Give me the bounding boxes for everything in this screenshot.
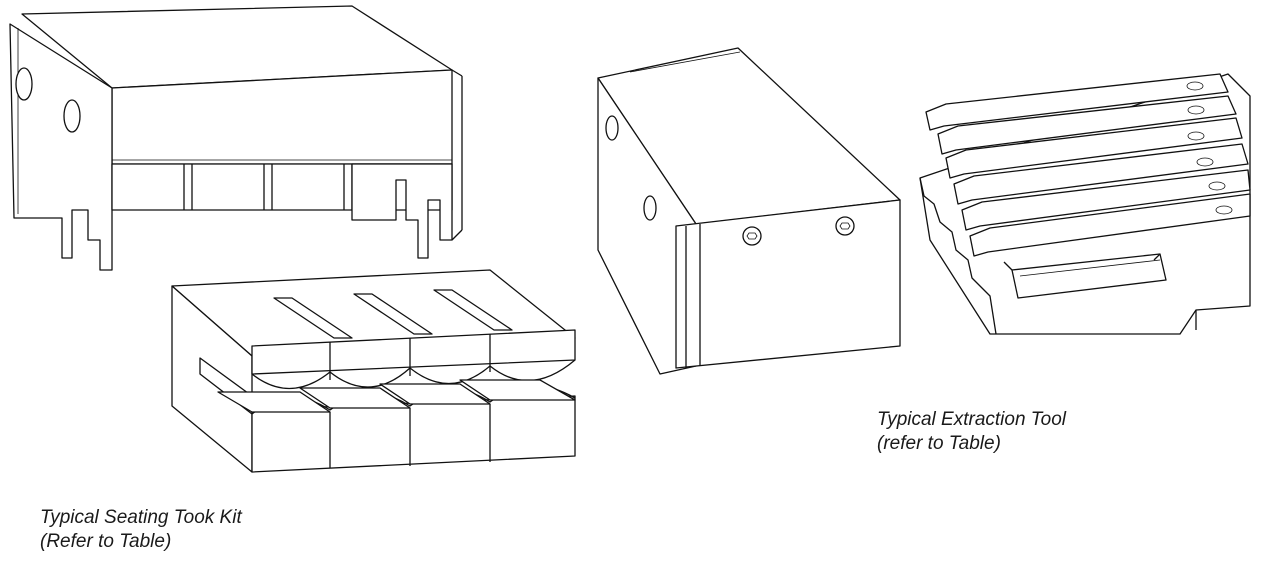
seating-tool-kit-caption: Typical Seating Took Kit (Refer to Table… xyxy=(40,506,242,554)
seating-tool-block xyxy=(171,269,576,473)
extraction-tool-caption: Typical Extraction Tool (refer to Table) xyxy=(877,408,1066,456)
seating-tool-holder xyxy=(9,5,463,271)
extraction-tool-blades xyxy=(919,73,1251,335)
extraction-caption-line1: Typical Extraction Tool xyxy=(877,409,1067,430)
seating-caption-line2: (Refer to Table) xyxy=(40,531,172,552)
seating-caption-line1: Typical Seating Took Kit xyxy=(40,507,242,528)
extraction-caption-line2: (refer to Table) xyxy=(877,433,1001,454)
extraction-tool-housing xyxy=(597,47,901,375)
